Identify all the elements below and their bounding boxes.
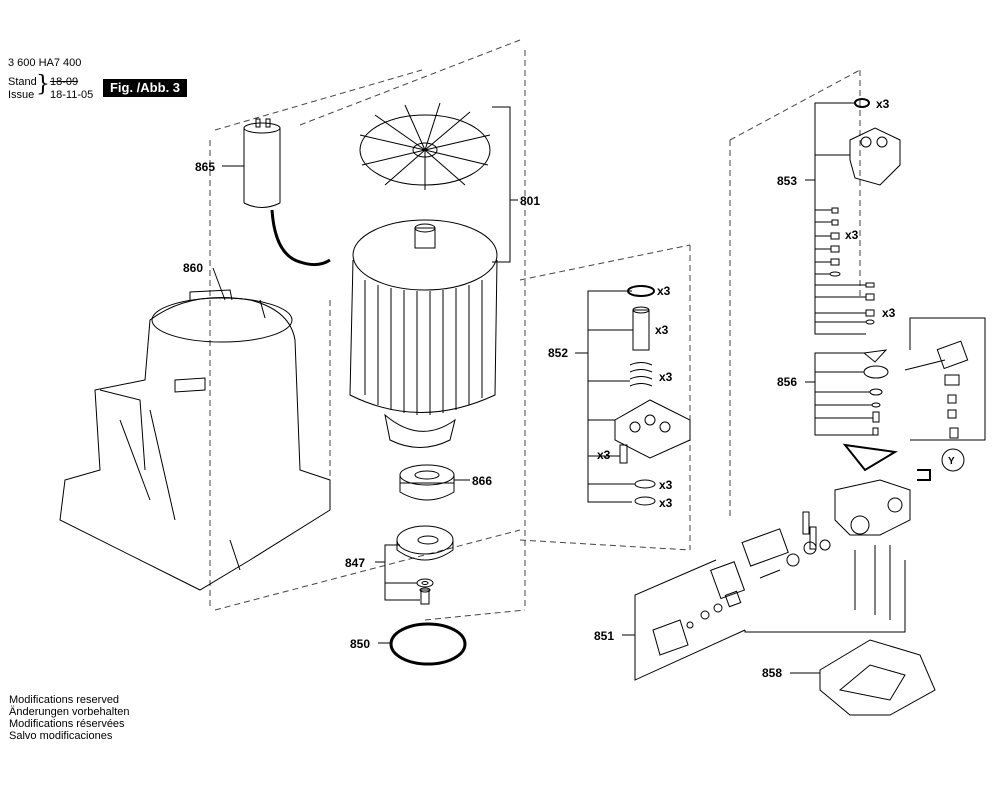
base-tray-part — [819, 639, 936, 716]
issue-label: Issue — [8, 89, 35, 101]
leader-lines — [212, 102, 986, 681]
part-label-851: 851 — [594, 629, 614, 643]
brace-icon: } — [36, 72, 50, 97]
quantity-label: x3 — [845, 228, 859, 242]
part-label-852: 852 — [548, 346, 568, 360]
housing-part — [59, 289, 331, 591]
valve-group-part — [862, 340, 969, 439]
piston-group-part — [614, 285, 691, 506]
part-label-858: 858 — [762, 666, 782, 680]
footer-note-es: Salvo modificaciones — [9, 730, 113, 742]
quantity-label: x3 — [659, 370, 673, 384]
footer-note-de: Änderungen vorbehalten — [9, 706, 130, 718]
quantity-label: x3 — [882, 306, 896, 320]
figure-label: Fig. /Abb. 3 — [103, 79, 187, 97]
quantity-label: x3 — [659, 496, 673, 510]
issue-value: 18-11-05 — [50, 89, 94, 101]
part-label-856: 856 — [777, 375, 797, 389]
flange-part — [396, 525, 454, 605]
part-label-801: 801 — [520, 194, 540, 208]
fan-part — [359, 102, 491, 190]
footer-note-fr: Modifications réservées — [9, 718, 125, 730]
footer-note-en: Modifications reserved — [9, 694, 120, 706]
oring-part — [389, 622, 467, 666]
capacitor-part — [243, 118, 331, 267]
bearing-part — [399, 464, 455, 501]
valve-head-group-part — [829, 98, 901, 325]
detail-y-label: Y — [948, 456, 955, 467]
quantity-label: x3 — [597, 448, 611, 462]
pump-body-part — [802, 443, 931, 620]
motor-part — [349, 219, 498, 448]
part-label-847: 847 — [345, 556, 365, 570]
part-label-865: 865 — [195, 160, 215, 174]
assembly-guide-lines — [209, 39, 861, 621]
quantity-label: x3 — [655, 323, 669, 337]
part-label-850: 850 — [350, 637, 370, 651]
part-label-853: 853 — [777, 174, 797, 188]
stand-value: 18-09 — [50, 76, 79, 88]
document-number: 3 600 HA7 400 — [8, 57, 82, 69]
detail-y-circle — [941, 448, 965, 472]
quantity-label: x3 — [876, 97, 890, 111]
part-label-860: 860 — [183, 261, 203, 275]
injector-group-part — [652, 528, 831, 656]
stand-label: Stand — [8, 76, 37, 88]
quantity-label: x3 — [657, 284, 671, 298]
part-label-866: 866 — [472, 474, 492, 488]
quantity-label: x3 — [659, 478, 673, 492]
